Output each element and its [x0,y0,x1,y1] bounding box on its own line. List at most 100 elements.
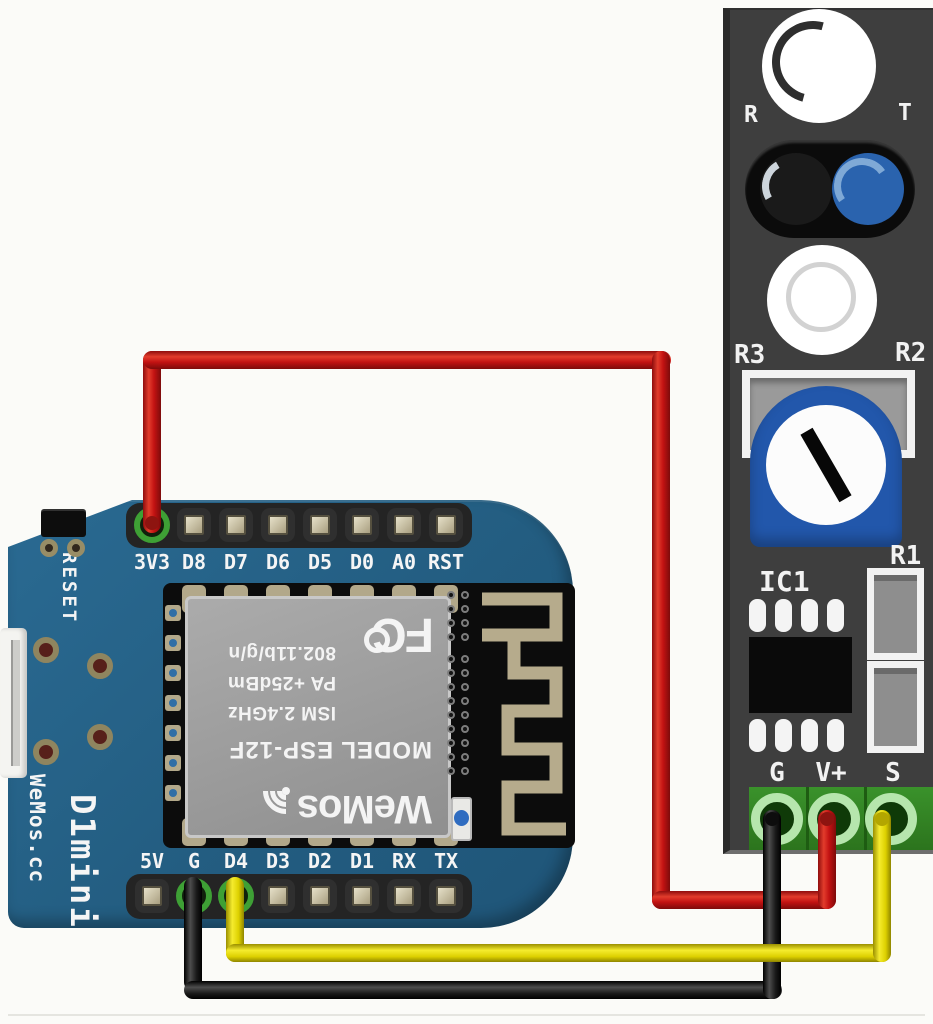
ic-pad [801,599,818,632]
tcrt5000-sensor [745,140,915,238]
module-side-pad [165,635,181,651]
black-wire-segment [763,810,781,999]
esp-pa-text: PA +25dBm [227,672,336,693]
fcc-ring [364,627,390,653]
ic-pad [749,599,766,632]
yellow-wire-tip [875,812,889,826]
led-indicator [767,245,877,355]
black-wire-segment [184,981,782,999]
bottom-pin-header [126,874,472,919]
scan-artifact-line [8,1014,925,1016]
pin-d5-pad [310,515,330,535]
wifi-arcs-icon [248,758,319,831]
red-wire-segment [652,891,836,909]
top-pin-header [126,503,472,548]
pin-d8-pad [184,515,204,535]
esp-wifi-text: 802.11b/g/n [228,642,336,663]
pin-d2-pad [310,886,330,906]
label-3v3: 3V3 [133,550,171,574]
solder-pad [33,637,59,663]
module-side-pad [165,605,181,621]
label-d2: D2 [307,849,333,873]
ir-receiver [755,151,832,225]
pin-d3-pad [268,886,288,906]
pin-rx-pad [394,886,414,906]
module-side-pad [165,665,181,681]
solder-pad [87,724,113,750]
ir-sensor-board: R T R3 R2 R1 IC1 [723,5,933,854]
red-wire-segment [652,351,670,909]
solder-pad [67,539,85,557]
module-side-pad [165,725,181,741]
label-d8: D8 [181,550,207,574]
terminal-label-vplus: V+ [815,758,847,788]
module-led [451,797,472,841]
resistor [867,568,924,660]
label-t: T [898,100,912,126]
wemos-d1-mini-board: 3V3 D8 D7 D6 D5 D0 A0 RST [0,500,575,929]
ic-pad [775,719,792,752]
board-brand-text: WeMos.cc [25,774,49,884]
esp-model-text: MODEL ESP-12F [228,736,432,763]
reset-label: RESET [58,552,80,625]
red-wire-tip [145,516,159,530]
terminal-label-s: S [885,758,901,788]
label-d1: D1 [349,849,375,873]
esp-shield: WeMos MODEL ESP-12F ISM 2.4GHz PA +25dBm… [185,596,451,838]
pin-tx-pad [436,886,456,906]
esp-ism-text: ISM 2.4GHz [227,702,336,723]
resistor [867,661,924,753]
label-5v: 5V [139,849,165,873]
label-a0: A0 [391,550,417,574]
red-wire-segment [818,810,836,909]
esp12f-module: WeMos MODEL ESP-12F ISM 2.4GHz PA +25dBm… [163,583,575,848]
label-r2: R2 [895,338,927,368]
solder-pad [40,539,58,557]
solder-pad [33,739,59,765]
label-d0: D0 [349,550,375,574]
solder-pad [87,653,113,679]
ic-pad [801,719,818,752]
label-r1: R1 [890,541,922,571]
wemos-logo-text: WeMos [297,787,432,831]
pin-d6-pad [268,515,288,535]
module-side-pad [165,785,181,801]
red-wire-segment [143,351,161,533]
pin-rst-pad [436,515,456,535]
module-side-pad [165,695,181,711]
label-rst: RST [427,550,465,574]
label-g: G [187,849,201,873]
terminal-label-g: G [769,758,785,788]
label-r: R [744,102,758,128]
yellow-wire-segment [226,944,891,962]
fcc-logo: FC [364,607,434,662]
module-side-pad [165,755,181,771]
pin-5v-pad [142,886,162,906]
red-wire-segment [143,351,671,369]
label-rx: RX [391,849,417,873]
pin-a0-pad [394,515,414,535]
label-tx: TX [433,849,459,873]
label-ic1: IC1 [759,565,810,598]
label-r3: R3 [734,340,766,370]
yellow-wire-segment [226,877,244,962]
label-d3: D3 [265,849,291,873]
potentiometer [750,386,902,547]
black-wire-tip [765,812,779,826]
label-d4: D4 [223,849,249,873]
pin-d1-pad [352,886,372,906]
board-name-text: D1mini [62,794,102,929]
label-d7: D7 [223,550,249,574]
label-d6: D6 [265,550,291,574]
ic-pad [827,719,844,752]
pin-d7-pad [226,515,246,535]
ir-emitter [829,153,904,225]
label-d5: D5 [307,550,333,574]
ic-pad [749,719,766,752]
pcb-antenna [482,592,566,836]
reset-button [41,509,86,537]
ic-chip [749,637,852,713]
ic-pad [827,599,844,632]
red-wire-tip [820,812,834,826]
